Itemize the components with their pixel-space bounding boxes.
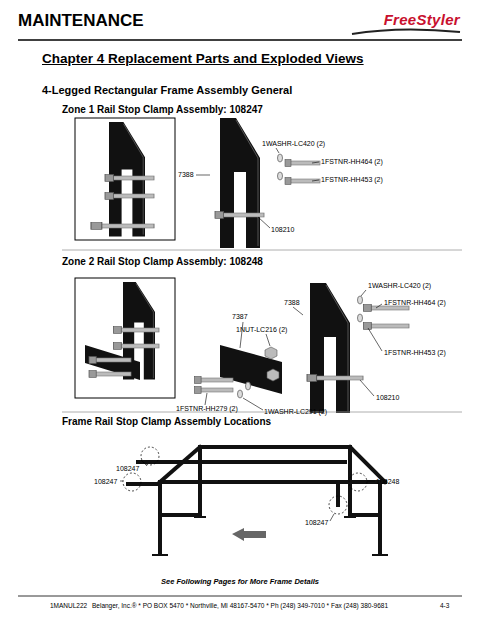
leader-lines bbox=[205, 290, 382, 410]
rule bbox=[18, 39, 462, 41]
bolt bbox=[114, 327, 160, 334]
bolt bbox=[285, 160, 320, 167]
bolt bbox=[89, 357, 131, 364]
subsection-heading: Zone 1 Rail Stop Clamp Assembly: 108247 bbox=[62, 104, 263, 115]
part-number: 7388 bbox=[178, 171, 194, 179]
part-number: 1FSTNR-HH464 (2) bbox=[384, 299, 446, 307]
bolt bbox=[195, 387, 234, 394]
clamp-7388 bbox=[220, 118, 260, 248]
section-heading: 4-Legged Rectangular Frame Assembly Gene… bbox=[42, 84, 292, 96]
feet bbox=[152, 517, 388, 555]
bolt bbox=[114, 343, 160, 350]
part-number: 108210 bbox=[376, 394, 399, 402]
bolt bbox=[285, 178, 320, 185]
bolt bbox=[105, 175, 154, 182]
logo-swoosh bbox=[352, 29, 460, 34]
part-number: 1FSTNR-HH453 (2) bbox=[384, 349, 446, 357]
footer-code: 1MANUL222 bbox=[50, 602, 87, 609]
frame bbox=[128, 447, 385, 553]
direction-arrow bbox=[232, 528, 266, 541]
block-inset bbox=[85, 345, 140, 380]
callout-number: 108247 bbox=[305, 519, 328, 527]
clamp-7388 bbox=[310, 283, 350, 413]
subsection-heading: Zone 2 Rail Stop Clamp Assembly: 108248 bbox=[62, 256, 263, 267]
bolt bbox=[105, 193, 154, 200]
washer bbox=[278, 154, 283, 162]
part-number: 7387 bbox=[232, 313, 248, 321]
bolt bbox=[307, 375, 363, 382]
washer bbox=[278, 172, 283, 180]
part-number: 108210 bbox=[271, 226, 294, 234]
page-number: 4-3 bbox=[440, 602, 449, 609]
part-number: 1FSTNR-HH464 (2) bbox=[321, 158, 383, 166]
nut bbox=[265, 347, 277, 359]
callout-number: 108247 bbox=[94, 478, 117, 486]
chapter-heading: Chapter 4 Replacement Parts and Exploded… bbox=[42, 52, 364, 67]
bolt bbox=[195, 377, 234, 384]
washer bbox=[238, 390, 243, 398]
location-circles bbox=[123, 447, 367, 514]
washer bbox=[246, 382, 251, 390]
leader-lines bbox=[196, 148, 319, 228]
inset-frame bbox=[75, 118, 175, 240]
note: See Following Pages for More Frame Detai… bbox=[161, 578, 319, 586]
bolt bbox=[91, 223, 154, 230]
bolt bbox=[89, 371, 131, 378]
part-number: 1FSTNR-HH453 (2) bbox=[321, 176, 383, 184]
page-header: MAINTENANCE bbox=[18, 12, 144, 31]
bolt bbox=[364, 323, 410, 330]
washer bbox=[358, 314, 363, 322]
leader-lines bbox=[120, 460, 375, 521]
subsection-heading: Frame Rail Stop Clamp Assembly Locations bbox=[62, 416, 271, 427]
brand-logo: FreeStyler bbox=[384, 12, 460, 29]
footer-address: Belanger, Inc.® * PO BOX 5470 * Northvil… bbox=[92, 602, 388, 609]
inset-frame bbox=[75, 278, 175, 398]
part-number: 1WASHR-LC420 (2) bbox=[368, 282, 431, 290]
washer bbox=[358, 296, 363, 304]
separator bbox=[62, 250, 462, 251]
block-7387 bbox=[220, 345, 282, 394]
part-number: 7388 bbox=[284, 299, 300, 307]
footer-rule bbox=[18, 596, 462, 597]
separator bbox=[62, 412, 462, 413]
part-number: 1WASHR-LC420 (2) bbox=[262, 140, 325, 148]
nut bbox=[267, 369, 279, 381]
callout-number: 108248 bbox=[376, 478, 399, 486]
callout-number: 108247 bbox=[116, 465, 139, 473]
part-number: 1FSTNR-HH279 (2) bbox=[176, 405, 238, 413]
part-number: 1WASHR-LC291 (2) bbox=[264, 408, 327, 416]
bolt bbox=[215, 212, 264, 219]
part-number: 1NUT-LC216 (2) bbox=[236, 326, 287, 334]
